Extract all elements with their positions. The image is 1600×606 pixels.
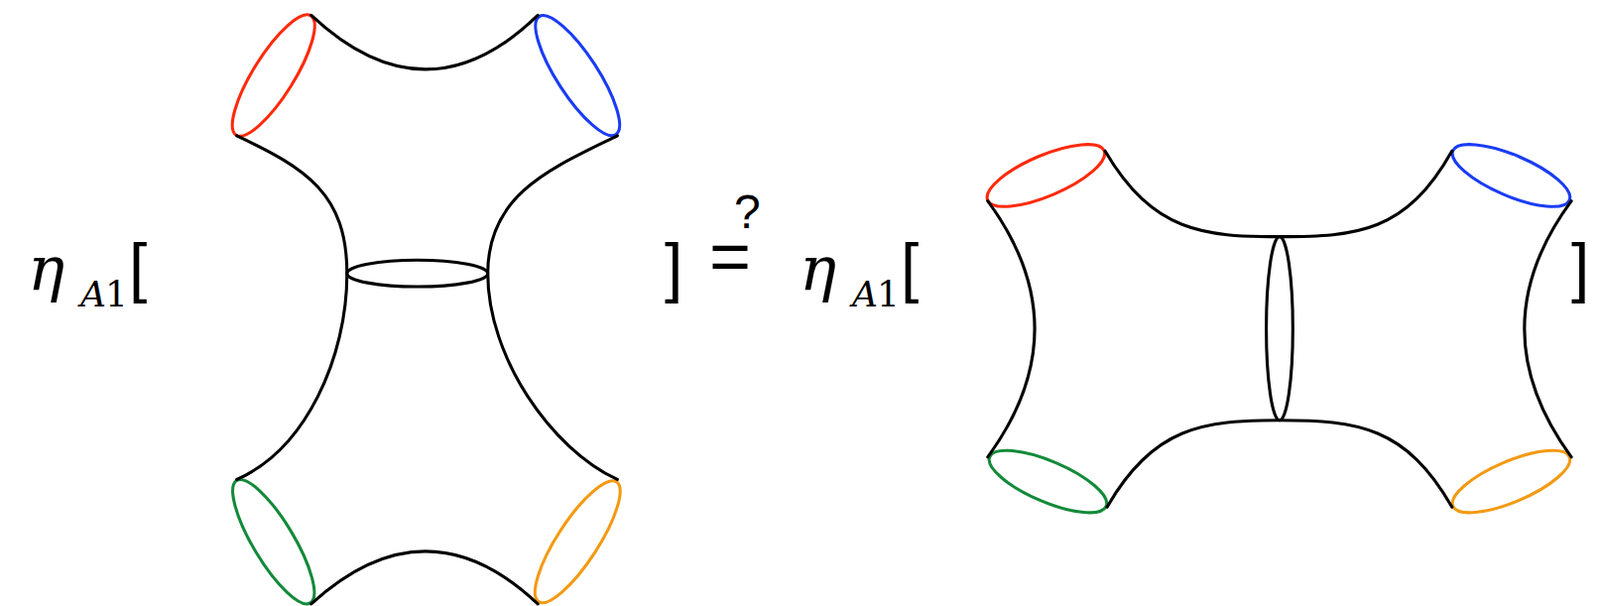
boundary-circle	[982, 438, 1114, 526]
boundary-circle	[219, 4, 329, 146]
surface-edge	[311, 14, 538, 70]
surface-edge	[1107, 420, 1453, 507]
boundary-circle	[1445, 438, 1578, 526]
boundary-circle	[521, 471, 634, 606]
subscript: 1	[876, 276, 900, 313]
subscript: 1	[105, 276, 128, 313]
bracket: ]	[664, 234, 683, 300]
four-holed-sphere-right	[980, 131, 1579, 525]
bracket: ]	[1571, 234, 1590, 300]
surface-edge	[488, 135, 618, 481]
subscript: A	[80, 276, 107, 313]
surface-edge	[311, 551, 538, 605]
surface-edge	[1524, 201, 1572, 458]
equals-sign: =	[709, 220, 751, 292]
surface-edge	[237, 135, 348, 481]
operator-symbol: η	[799, 238, 837, 300]
surface-edge	[1105, 150, 1453, 237]
boundary-circle	[521, 4, 633, 145]
boundary-circle	[1445, 131, 1578, 220]
boundary-circle	[980, 131, 1112, 220]
bracket: [	[128, 234, 147, 300]
four-holed-sphere-left	[219, 4, 634, 606]
surface-edge	[987, 201, 1035, 458]
subscript: A	[852, 276, 878, 313]
cut-curve	[1266, 237, 1294, 421]
operator-symbol: η	[27, 238, 65, 300]
cut-curve	[347, 259, 489, 287]
boundary-circle	[219, 470, 328, 606]
bracket: [	[900, 234, 919, 300]
